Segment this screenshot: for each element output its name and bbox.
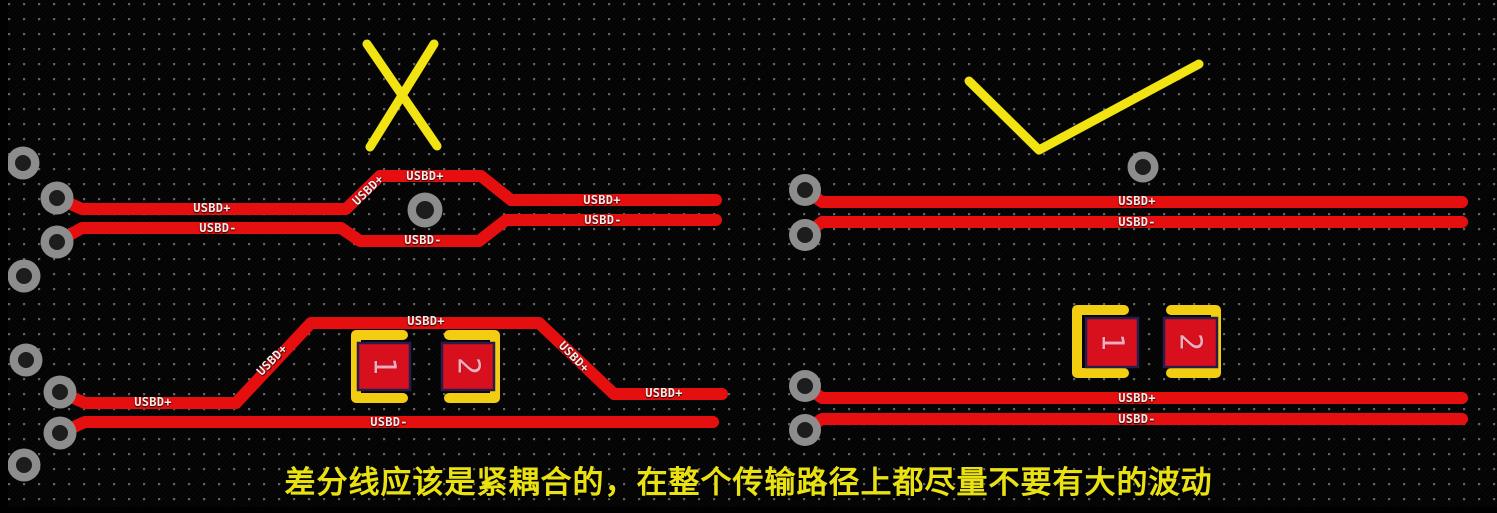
silkscreen-bracket-left[interactable] [351,330,408,403]
via[interactable] [789,174,821,206]
trace-usbd-plus[interactable] [54,317,728,409]
pad-number: 1 [1094,332,1130,352]
net-label: USBD- [404,233,442,247]
via[interactable] [7,448,41,482]
canvas-edge [0,0,8,513]
pad-1[interactable] [356,341,412,392]
via-hole [1135,159,1151,175]
net-label: USBD+ [645,386,683,400]
x-mark-stroke [365,39,439,152]
via-hole [797,227,813,243]
pad-number: 2 [450,356,486,376]
via[interactable] [40,225,74,259]
diagram-bad-via-detour [51,170,722,248]
via[interactable] [43,416,77,450]
via-hole [797,182,813,198]
via-field [6,146,1159,482]
via[interactable] [789,414,821,446]
net-label: USBD- [199,221,237,235]
via-hole [416,201,434,219]
pad-2[interactable] [440,341,496,392]
net-label: USBD+ [583,193,621,207]
via-hole [16,268,32,284]
net-label: USBD+ [1118,391,1156,405]
via-hole [15,155,31,171]
via-hole [52,425,68,441]
via-hole [16,457,32,473]
net-label: USBD- [1118,412,1156,426]
net-label: USBD+ [193,201,231,215]
pad-1[interactable] [1084,316,1140,369]
via-hole [49,190,65,206]
silkscreen-bracket-left[interactable] [1072,305,1129,378]
net-label: USBD- [1118,215,1156,229]
net-label: USBD- [584,213,622,227]
check-mark-icon[interactable] [964,59,1204,155]
via[interactable] [43,375,77,409]
via[interactable] [6,146,40,180]
net-label: USBD+ [1118,194,1156,208]
via[interactable] [1127,151,1159,183]
pad-number: 1 [366,356,402,376]
net-label: USBD+ [134,395,172,409]
net-label: USBD+ [406,169,444,183]
via[interactable] [7,259,41,293]
via-hole [797,378,813,394]
via[interactable] [789,219,821,251]
caption-text: 差分线应该是紧耦合的，在整个传输路径上都尽量不要有大的波动 [284,465,1213,501]
canvas-edge [0,507,1497,513]
via[interactable] [789,370,821,402]
via-hole [49,234,65,250]
via[interactable] [40,181,74,215]
via[interactable] [9,343,43,377]
via[interactable] [407,192,443,228]
via-hole [18,352,34,368]
via-hole [52,384,68,400]
via-hole [797,422,813,438]
net-label: USBD+ [407,314,445,328]
pad-2[interactable] [1162,316,1219,369]
trace-usbd-plus[interactable] [51,170,722,215]
net-label: USBD- [370,415,408,429]
x-mark-icon[interactable] [362,39,442,152]
pad-number: 2 [1172,332,1208,352]
trace-usbd-minus[interactable] [51,214,722,248]
